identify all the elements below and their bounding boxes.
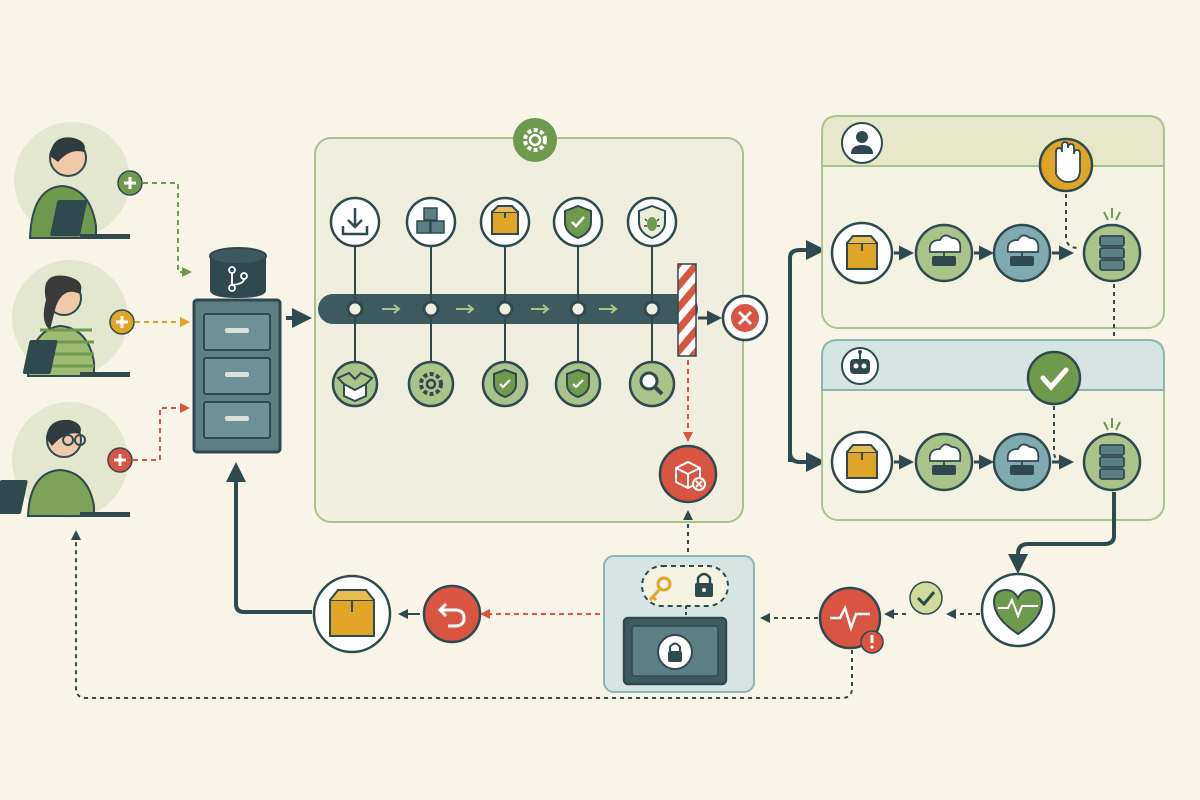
pulse-alert-icon: [830, 604, 870, 633]
manual-step-package: [830, 221, 894, 285]
cloud-server-icon: [928, 234, 962, 266]
cloud-server-icon: [1006, 234, 1040, 266]
developer-1: [14, 122, 130, 239]
hand-stop-icon: [1055, 141, 1081, 183]
developer-icon: [28, 137, 130, 239]
branch-to-manual-env: [788, 240, 826, 462]
stage-vulnerability-scan: [626, 196, 678, 248]
auto-step-production: [1082, 418, 1142, 492]
key-icon: [648, 576, 672, 602]
server-stack-icon: [1099, 444, 1125, 480]
automated-environment: [821, 339, 1165, 521]
cubes-icon: [416, 207, 445, 234]
package-icon: [846, 444, 878, 479]
health-alert: [818, 586, 884, 654]
stage-build: [407, 360, 455, 408]
robot-icon: [841, 347, 879, 385]
auto-step-preprod: [992, 432, 1052, 492]
undo-arrow-icon: [437, 602, 466, 628]
magnifier-icon: [639, 371, 664, 396]
x-circle-icon: [731, 304, 759, 332]
stage-verify-1: [481, 360, 529, 408]
rollback-action: [422, 584, 482, 644]
commit-badge-1: [117, 170, 143, 196]
cloud-server-icon: [1006, 443, 1040, 475]
automated-approval-gate: [1026, 350, 1082, 406]
developer-2: [12, 260, 130, 377]
shield-check-icon: [566, 368, 590, 399]
developer-icon: [22, 275, 130, 377]
health-check-badge: [909, 581, 943, 615]
manual-step-preprod: [992, 223, 1052, 283]
padlock-icon: [695, 572, 713, 597]
previous-artifact: [312, 574, 392, 654]
manual-step-staging: [914, 223, 974, 283]
pipeline-gear-badge: [513, 118, 557, 162]
plus-icon: [114, 454, 126, 466]
plus-icon: [124, 177, 136, 189]
alert-badge: [860, 630, 884, 654]
conveyor-arrows: [382, 304, 618, 314]
production-to-monitoring-arrow: [1008, 492, 1116, 574]
package-x-icon: [675, 460, 706, 491]
secrets-vault-panel: [603, 555, 755, 693]
manual-step-production: [1082, 208, 1142, 283]
vault-icon: [622, 616, 728, 686]
open-box-icon: [336, 371, 374, 403]
bug-shield-icon: [638, 204, 666, 240]
file-cabinet-icon: [192, 298, 282, 454]
plus-icon: [116, 316, 128, 328]
artifact-to-repo-arrow: [226, 462, 312, 614]
manual-approval-gate: [1038, 137, 1094, 193]
commit-badge-3: [107, 447, 133, 473]
health-monitor: [980, 572, 1056, 648]
gear-icon: [419, 372, 443, 396]
developer-3: [0, 402, 130, 518]
rejected-artifact: [658, 444, 718, 504]
developer-icon: [0, 419, 130, 517]
repository: [192, 247, 282, 454]
download-icon: [341, 208, 369, 236]
stage-verify-2: [554, 360, 602, 408]
heart-pulse-icon: [992, 588, 1044, 636]
quality-gate-barrier: [677, 263, 697, 357]
package-icon: [329, 589, 375, 637]
package-icon: [491, 205, 519, 235]
git-branch-icon: [209, 247, 267, 298]
stage-dependencies: [405, 196, 457, 248]
stage-download: [329, 196, 381, 248]
alert-feedback-to-developer: [71, 530, 853, 699]
shield-check-icon: [564, 204, 592, 240]
conveyor-nodes: [346, 300, 661, 318]
cloud-server-icon: [928, 443, 962, 475]
stage-unpack: [331, 360, 379, 408]
pipeline-failed-indicator: [721, 294, 769, 342]
gear-icon: [523, 128, 547, 152]
person-icon: [841, 122, 883, 164]
auto-step-staging: [914, 432, 974, 492]
shield-check-icon: [493, 368, 517, 399]
stage-package: [479, 196, 531, 248]
branch-to-auto-env: [788, 440, 826, 472]
package-icon: [846, 235, 878, 270]
check-icon: [916, 591, 936, 607]
manual-environment: [821, 115, 1165, 329]
auto-step-package: [830, 430, 894, 494]
stage-security-check: [552, 196, 604, 248]
stage-inspect: [628, 360, 676, 408]
check-icon: [1040, 367, 1069, 391]
commit-arrow-1: [143, 182, 192, 277]
commit-arrow-3: [133, 403, 190, 461]
commit-badge-2: [109, 309, 135, 335]
server-stack-icon: [1099, 235, 1125, 271]
